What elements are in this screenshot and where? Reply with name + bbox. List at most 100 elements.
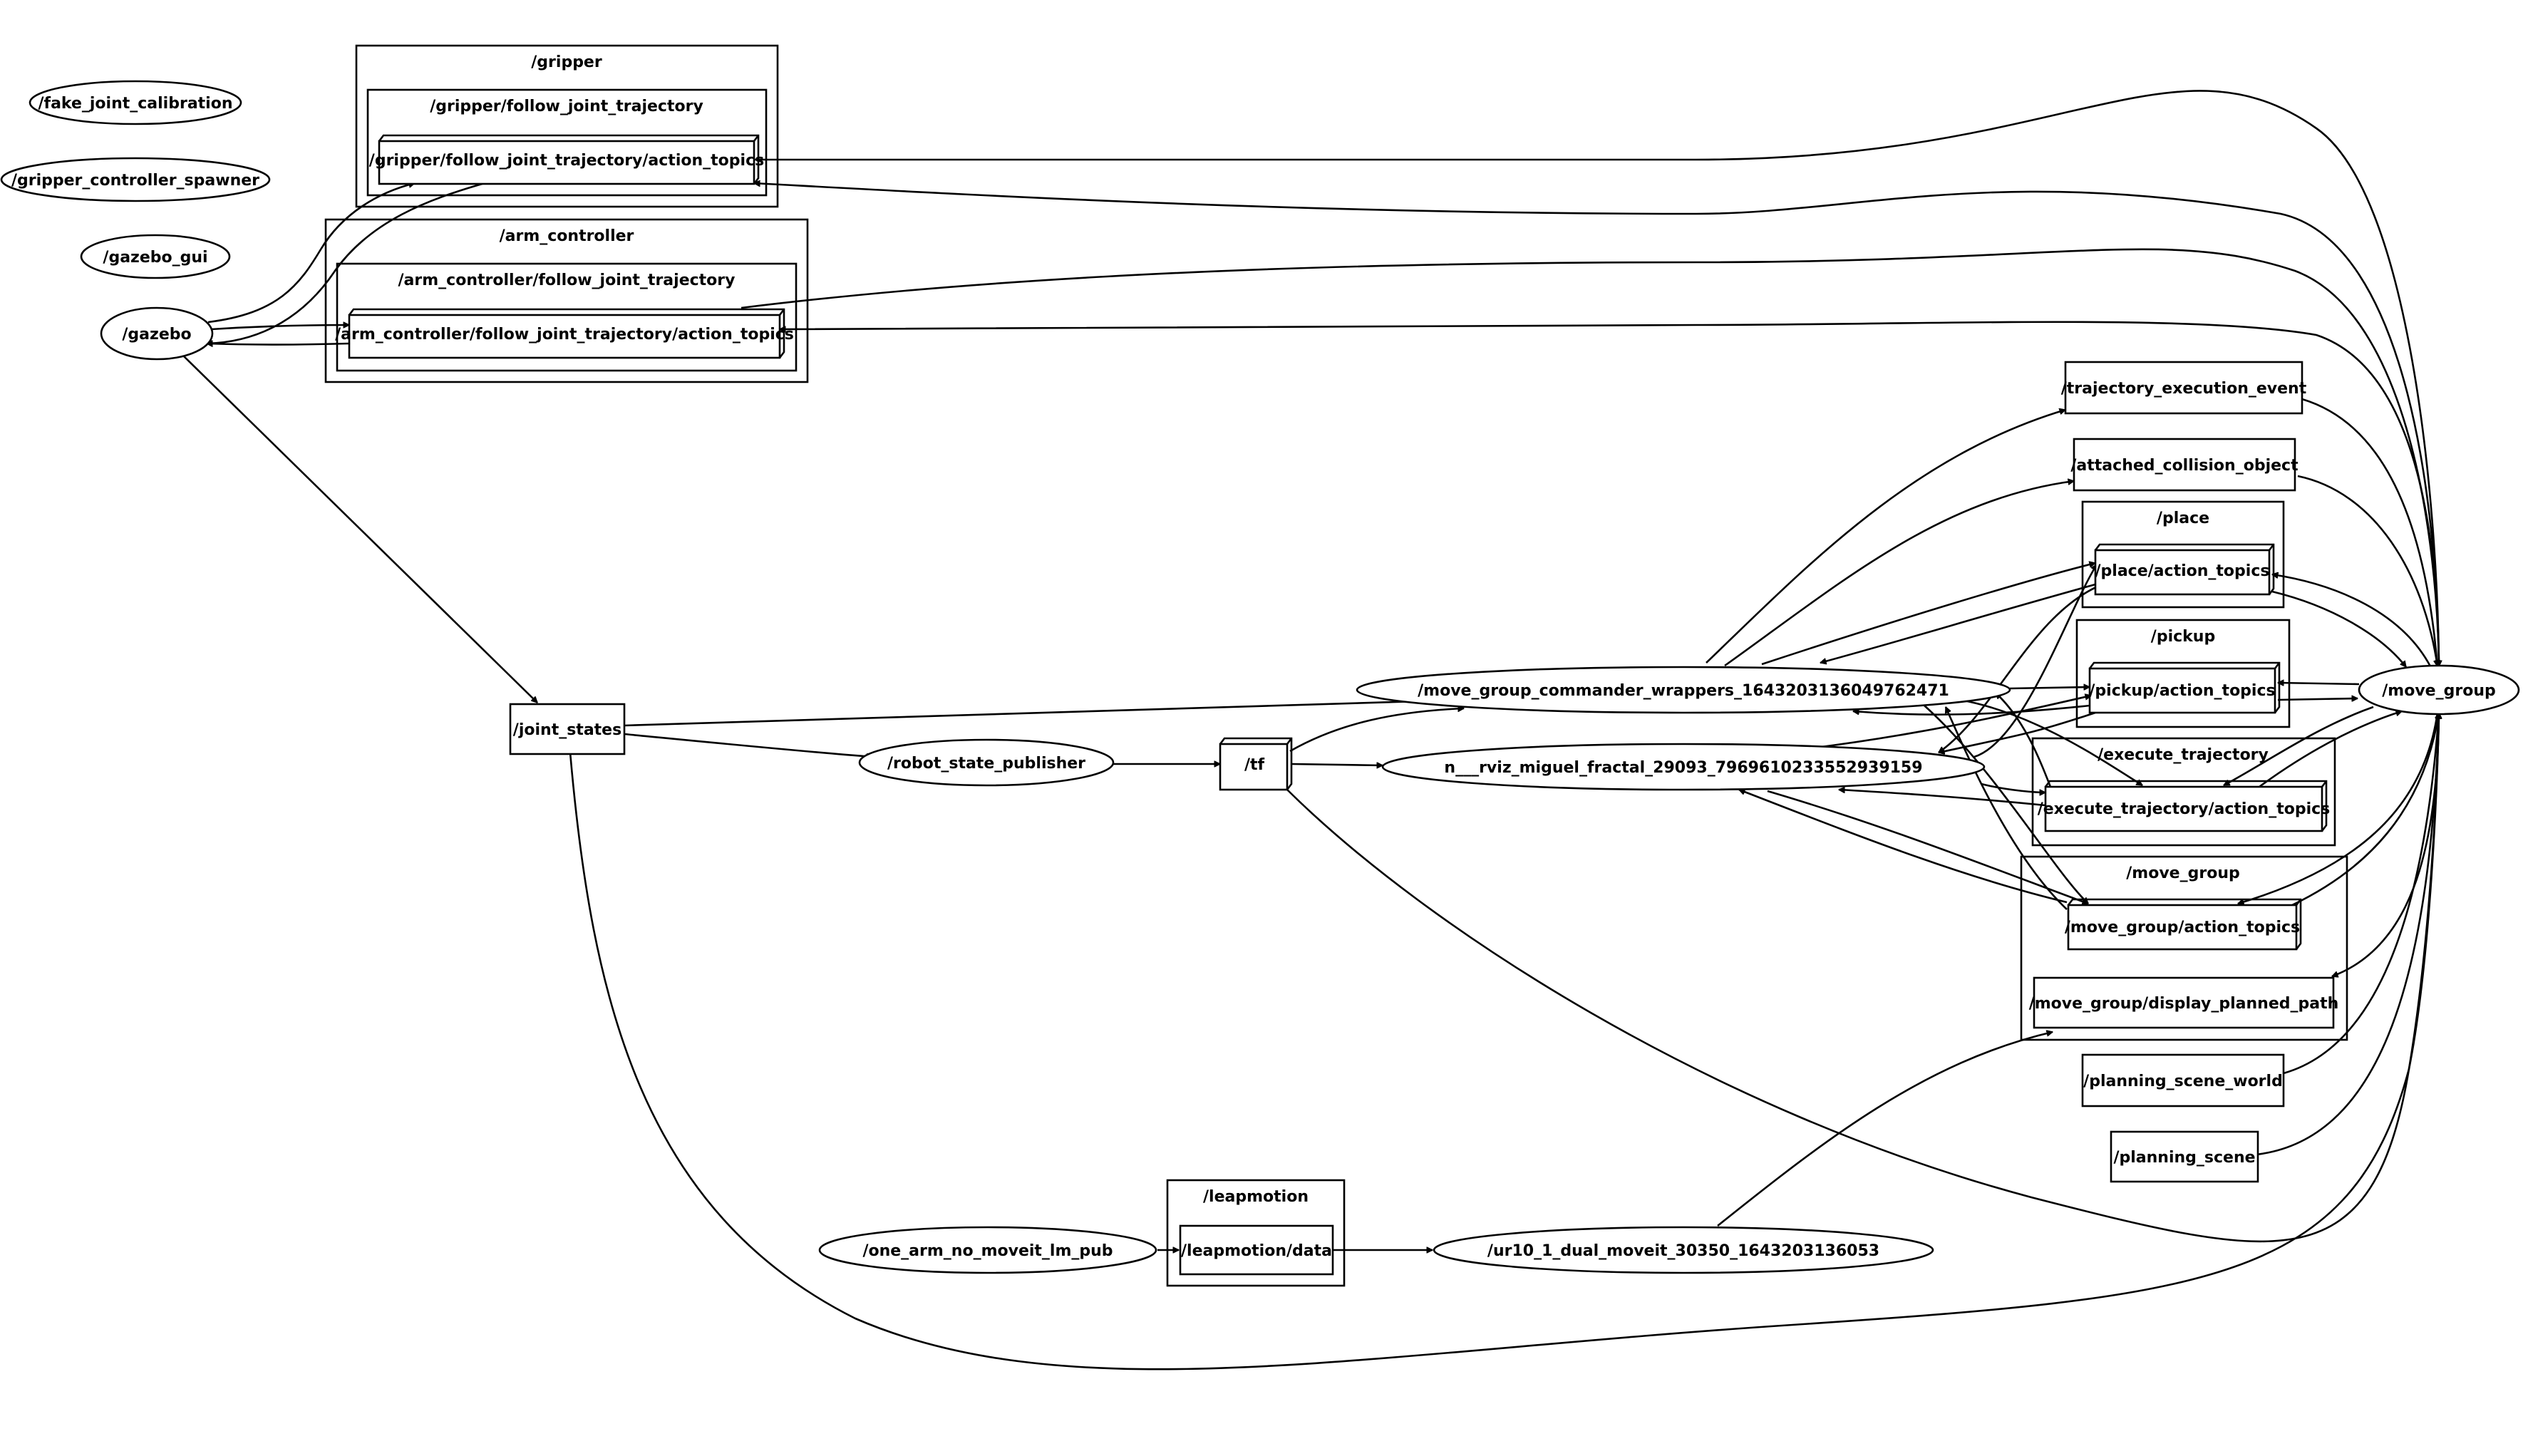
edge-gazebo-to-gripper-action xyxy=(207,183,415,324)
node-fake-joint-calibration[interactable]: /fake_joint_calibration xyxy=(29,80,242,125)
edge-joint-states-to-commander-wrappers xyxy=(624,700,1464,727)
topic-planning-scene-world-label: /planning_scene_world xyxy=(2083,1073,2283,1090)
edge-execute-action-to-commander xyxy=(1996,693,2054,793)
node-rviz-label: n___rviz_miguel_fractal_29093_7969610233… xyxy=(1444,759,1922,777)
edge-ur10-to-display-planned-path xyxy=(1717,1032,2053,1227)
edge-commander-to-trajectory-execution-event xyxy=(1706,410,2065,664)
edge-move-group-to-pickup-action xyxy=(2278,683,2360,684)
node-fake-joint-calibration-label: /fake_joint_calibration xyxy=(38,95,232,113)
topic-pickup-action-topics-label: /pickup/action_topics xyxy=(2089,682,2275,700)
node-gazebo-label: /gazebo xyxy=(122,326,191,344)
edge-gripper-action-to-move-group xyxy=(754,90,2439,666)
cluster-place-label: /place xyxy=(2157,510,2209,527)
topic-execute-trajectory-action-topics-label: /execute_trajectory/action_topics xyxy=(2038,800,2331,818)
topic-tf-label: /tf xyxy=(1244,756,1265,774)
edge-move-group-to-place-action xyxy=(2272,574,2432,667)
topic-arm-action-topics[interactable]: /arm_controller/follow_joint_trajectory/… xyxy=(335,308,794,359)
cluster-gripper-label: /gripper xyxy=(531,53,602,71)
edge-arm-action-to-gazebo xyxy=(207,344,350,345)
node-ur10-dual-moveit-label: /ur10_1_dual_moveit_30350_1643203136053 xyxy=(1487,1242,1879,1260)
edge-move-group-action-to-move-group xyxy=(2291,713,2439,907)
topic-joint-states-label: /joint_states xyxy=(513,721,621,739)
cluster-arm-controller-label: /arm_controller xyxy=(500,227,634,245)
node-move-group[interactable]: /move_group xyxy=(2358,664,2520,716)
topic-gripper-action-topics-label: /gripper/follow_joint_trajectory/action_… xyxy=(369,152,764,170)
edge-rviz-to-move-group-action xyxy=(1767,790,2088,904)
cluster-gripper-follow-joint-trajectory: /gripper/follow_joint_trajectory xyxy=(366,88,768,197)
topic-move-group-action-topics-label: /move_group/action_topics xyxy=(2065,919,2300,936)
node-gazebo-gui-label: /gazebo_gui xyxy=(103,249,207,267)
cluster-pickup-label: /pickup xyxy=(2151,628,2215,646)
edge-gazebo-to-joint-states xyxy=(182,354,537,703)
topic-place-action-topics-label: /place/action_topics xyxy=(2095,562,2270,580)
edge-execute-action-to-rviz xyxy=(1839,790,2046,807)
cluster-arm-fjt-label: /arm_controller/follow_joint_trajectory xyxy=(398,272,736,289)
edge-rviz-to-execute-action xyxy=(1981,783,2045,792)
edge-commander-to-move-group-action xyxy=(1924,705,2088,904)
node-move-group-commander-wrappers[interactable]: /move_group_commander_wrappers_164320313… xyxy=(1356,666,2011,714)
node-ur10-dual-moveit[interactable]: /ur10_1_dual_moveit_30350_1643203136053 xyxy=(1433,1226,1934,1274)
node-one-arm-no-moveit-lm-pub-label: /one_arm_no_moveit_lm_pub xyxy=(862,1242,1113,1260)
cluster-move-group: /move_group xyxy=(2020,855,2348,1041)
node-rviz[interactable]: n___rviz_miguel_fractal_29093_7969610233… xyxy=(1381,743,1986,791)
cluster-place: /place xyxy=(2081,500,2285,609)
edge-commander-to-pickup-action xyxy=(2009,687,2090,688)
edge-pickup-action-to-move-group xyxy=(2277,698,2358,700)
edge-place-action-to-move-group xyxy=(2271,590,2408,667)
edge-commander-to-execute-action xyxy=(1959,698,2142,787)
topic-display-planned-path[interactable]: /move_group/display_planned_path xyxy=(2029,976,2339,1029)
node-one-arm-no-moveit-lm-pub[interactable]: /one_arm_no_moveit_lm_pub xyxy=(818,1226,1157,1274)
edge-joint-states-to-robot-state-publisher xyxy=(624,733,872,757)
edge-execute-action-to-move-group xyxy=(2259,711,2402,788)
edge-rviz-to-place-action xyxy=(1973,564,2098,758)
topic-arm-action-topics-label: /arm_controller/follow_joint_trajectory/… xyxy=(335,326,794,344)
edge-arm-action-to-move-group xyxy=(741,248,2439,666)
topic-joint-states[interactable]: /joint_states xyxy=(509,703,626,755)
topic-display-planned-path-label: /move_group/display_planned_path xyxy=(2029,995,2339,1013)
cluster-move-group-label: /move_group xyxy=(2126,864,2239,882)
cluster-pickup: /pickup xyxy=(2075,619,2291,728)
edge-trajectory-execution-event-to-move-group xyxy=(2301,398,2437,666)
node-gripper-controller-spawner-label: /gripper_controller_spawner xyxy=(11,172,259,190)
edge-move-group-to-arm-action xyxy=(780,321,2440,667)
topic-planning-scene-label: /planning_scene xyxy=(2113,1149,2255,1167)
topic-leapmotion-data-label: /leapmotion/data xyxy=(1181,1242,1332,1260)
edges xyxy=(182,90,2440,1370)
cluster-arm-follow-joint-trajectory: /arm_controller/follow_joint_trajectory xyxy=(336,262,798,372)
edge-tf-to-rviz xyxy=(1291,764,1383,765)
node-move-group-commander-wrappers-label: /move_group_commander_wrappers_164320313… xyxy=(1418,682,1949,700)
cluster-leapmotion: /leapmotion xyxy=(1166,1179,1346,1287)
topic-execute-trajectory-action-topics[interactable]: /execute_trajectory/action_topics xyxy=(2038,780,2331,832)
edge-move-group-to-execute-action xyxy=(2224,706,2374,787)
topic-trajectory-execution-event[interactable]: /trajectory_execution_event xyxy=(2061,361,2307,415)
edge-gazebo-to-arm-action xyxy=(210,325,349,331)
node-gazebo-gui[interactable]: /gazebo_gui xyxy=(80,234,231,279)
topic-planning-scene-world[interactable]: /planning_scene_world xyxy=(2081,1053,2285,1108)
node-robot-state-publisher-label: /robot_state_publisher xyxy=(887,755,1085,773)
topic-leapmotion-data[interactable]: /leapmotion/data xyxy=(1179,1224,1334,1276)
edge-commander-to-place-action xyxy=(1761,563,2095,666)
topic-planning-scene[interactable]: /planning_scene xyxy=(2110,1130,2259,1183)
edge-attached-collision-object-to-move-group xyxy=(2297,475,2437,666)
edge-planning-scene-world-to-move-group xyxy=(2283,713,2439,1075)
edge-move-group-action-to-rviz xyxy=(1739,790,2068,904)
topic-move-group-action-topics[interactable]: /move_group/action_topics xyxy=(2065,898,2302,951)
edge-tf-to-move-group xyxy=(1286,713,2439,1243)
edge-gripper-action-to-gazebo xyxy=(207,182,485,344)
node-robot-state-publisher[interactable]: /robot_state_publisher xyxy=(858,738,1115,787)
edge-place-action-to-commander xyxy=(1820,583,2096,663)
topic-pickup-action-topics[interactable]: /pickup/action_topics xyxy=(2088,661,2281,714)
cluster-gripper: /gripper xyxy=(355,44,779,208)
edge-rviz-to-pickup-action xyxy=(1810,696,2091,750)
topic-gripper-action-topics[interactable]: /gripper/follow_joint_trajectory/action_… xyxy=(369,134,764,185)
edge-place-action-to-rviz xyxy=(1939,583,2103,754)
cluster-leapmotion-label: /leapmotion xyxy=(1203,1188,1309,1206)
node-gazebo[interactable]: /gazebo xyxy=(100,306,214,361)
topic-tf[interactable]: /tf xyxy=(1219,737,1293,791)
node-gripper-controller-spawner[interactable]: /gripper_controller_spawner xyxy=(0,157,271,202)
topic-attached-collision-object[interactable]: /attached_collision_object xyxy=(2070,438,2298,492)
topic-trajectory-execution-event-label: /trajectory_execution_event xyxy=(2061,380,2307,398)
edge-move-group-to-move-group-action xyxy=(2238,712,2439,904)
topic-place-action-topics[interactable]: /place/action_topics xyxy=(2094,543,2275,596)
